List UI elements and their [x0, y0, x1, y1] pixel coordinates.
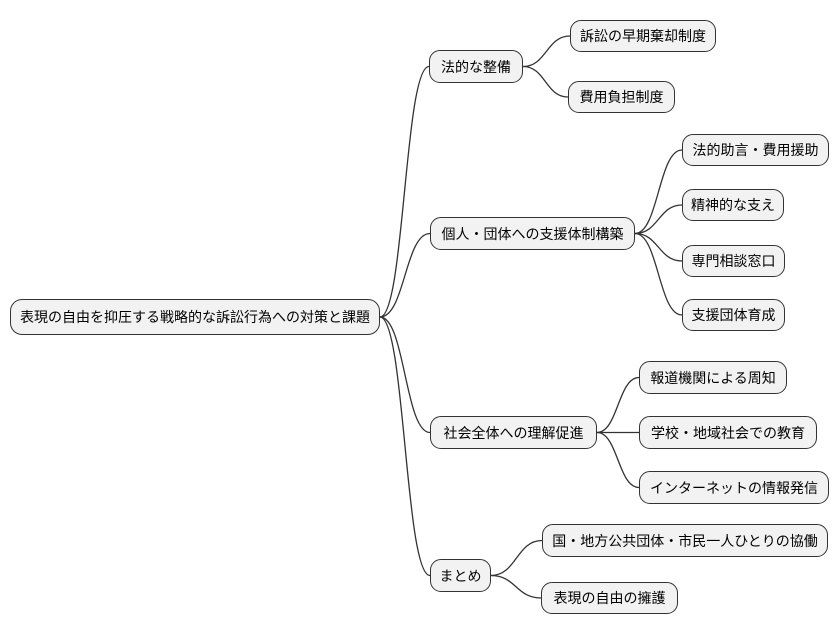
node-label: 表現の自由の擁護	[553, 590, 666, 606]
node-label: まとめ	[439, 567, 482, 584]
leaf-node: 訴訟の早期棄却制度	[570, 20, 716, 52]
connector-line	[634, 149, 683, 235]
connector-line	[596, 376, 640, 434]
leaf-node: 表現の自由の擁護	[541, 582, 678, 614]
connector-line	[490, 574, 542, 599]
branch-node: 個人・団体への支援体制構築	[430, 217, 635, 250]
node-label: 法的助言・費用援助	[692, 142, 819, 158]
leaf-node: 専門相談窓口	[682, 245, 785, 277]
leaf-node: 報道機関による周知	[639, 361, 787, 394]
node-label: 支援団体育成	[691, 307, 776, 323]
connector-line	[379, 316, 431, 434]
connector-line	[379, 232, 431, 318]
connector-line	[634, 204, 683, 235]
connector-line	[522, 65, 569, 98]
connector-line	[490, 539, 543, 577]
branch-node: 社会全体への理解促進	[430, 416, 597, 449]
node-label: 社会全体への理解促進	[443, 424, 584, 441]
leaf-node: 学校・地域社会での教育	[639, 416, 817, 449]
connector-line	[634, 232, 683, 262]
leaf-node: 精神的な支え	[682, 189, 784, 221]
leaf-node: 国・地方公共団体・市民一人ひとりの協働	[542, 524, 828, 557]
connector-line	[379, 316, 431, 577]
node-label: 精神的な支え	[691, 197, 775, 213]
leaf-node: 法的助言・費用援助	[682, 134, 829, 166]
root-node: 表現の自由を抑圧する戦略的な訴訟行為への対策と課題	[10, 299, 380, 335]
node-label: 法的な整備	[441, 58, 511, 75]
connector-line	[596, 431, 640, 489]
node-label: 国・地方公共団体・市民一人ひとりの協働	[552, 532, 818, 549]
connector-line	[634, 232, 683, 316]
node-label: 専門相談窓口	[691, 253, 776, 269]
node-label: 費用負担制度	[579, 89, 664, 105]
node-label: 表現の自由を抑圧する戦略的な訴訟行為への対策と課題	[20, 309, 370, 325]
connector-line	[522, 35, 571, 68]
branch-node: まとめ	[430, 559, 491, 592]
leaf-node: 支援団体育成	[682, 299, 785, 331]
branch-node: 法的な整備	[429, 50, 523, 83]
node-label: 学校・地域社会での教育	[651, 424, 805, 441]
node-label: 報道機関による周知	[650, 369, 776, 386]
leaf-node: 費用負担制度	[568, 81, 675, 113]
connector-line	[379, 65, 430, 318]
node-label: 訴訟の早期棄却制度	[580, 28, 706, 44]
node-label: インターネットの情報発信	[650, 479, 818, 496]
node-label: 個人・団体への支援体制構築	[441, 225, 624, 242]
leaf-node: インターネットの情報発信	[639, 471, 829, 504]
